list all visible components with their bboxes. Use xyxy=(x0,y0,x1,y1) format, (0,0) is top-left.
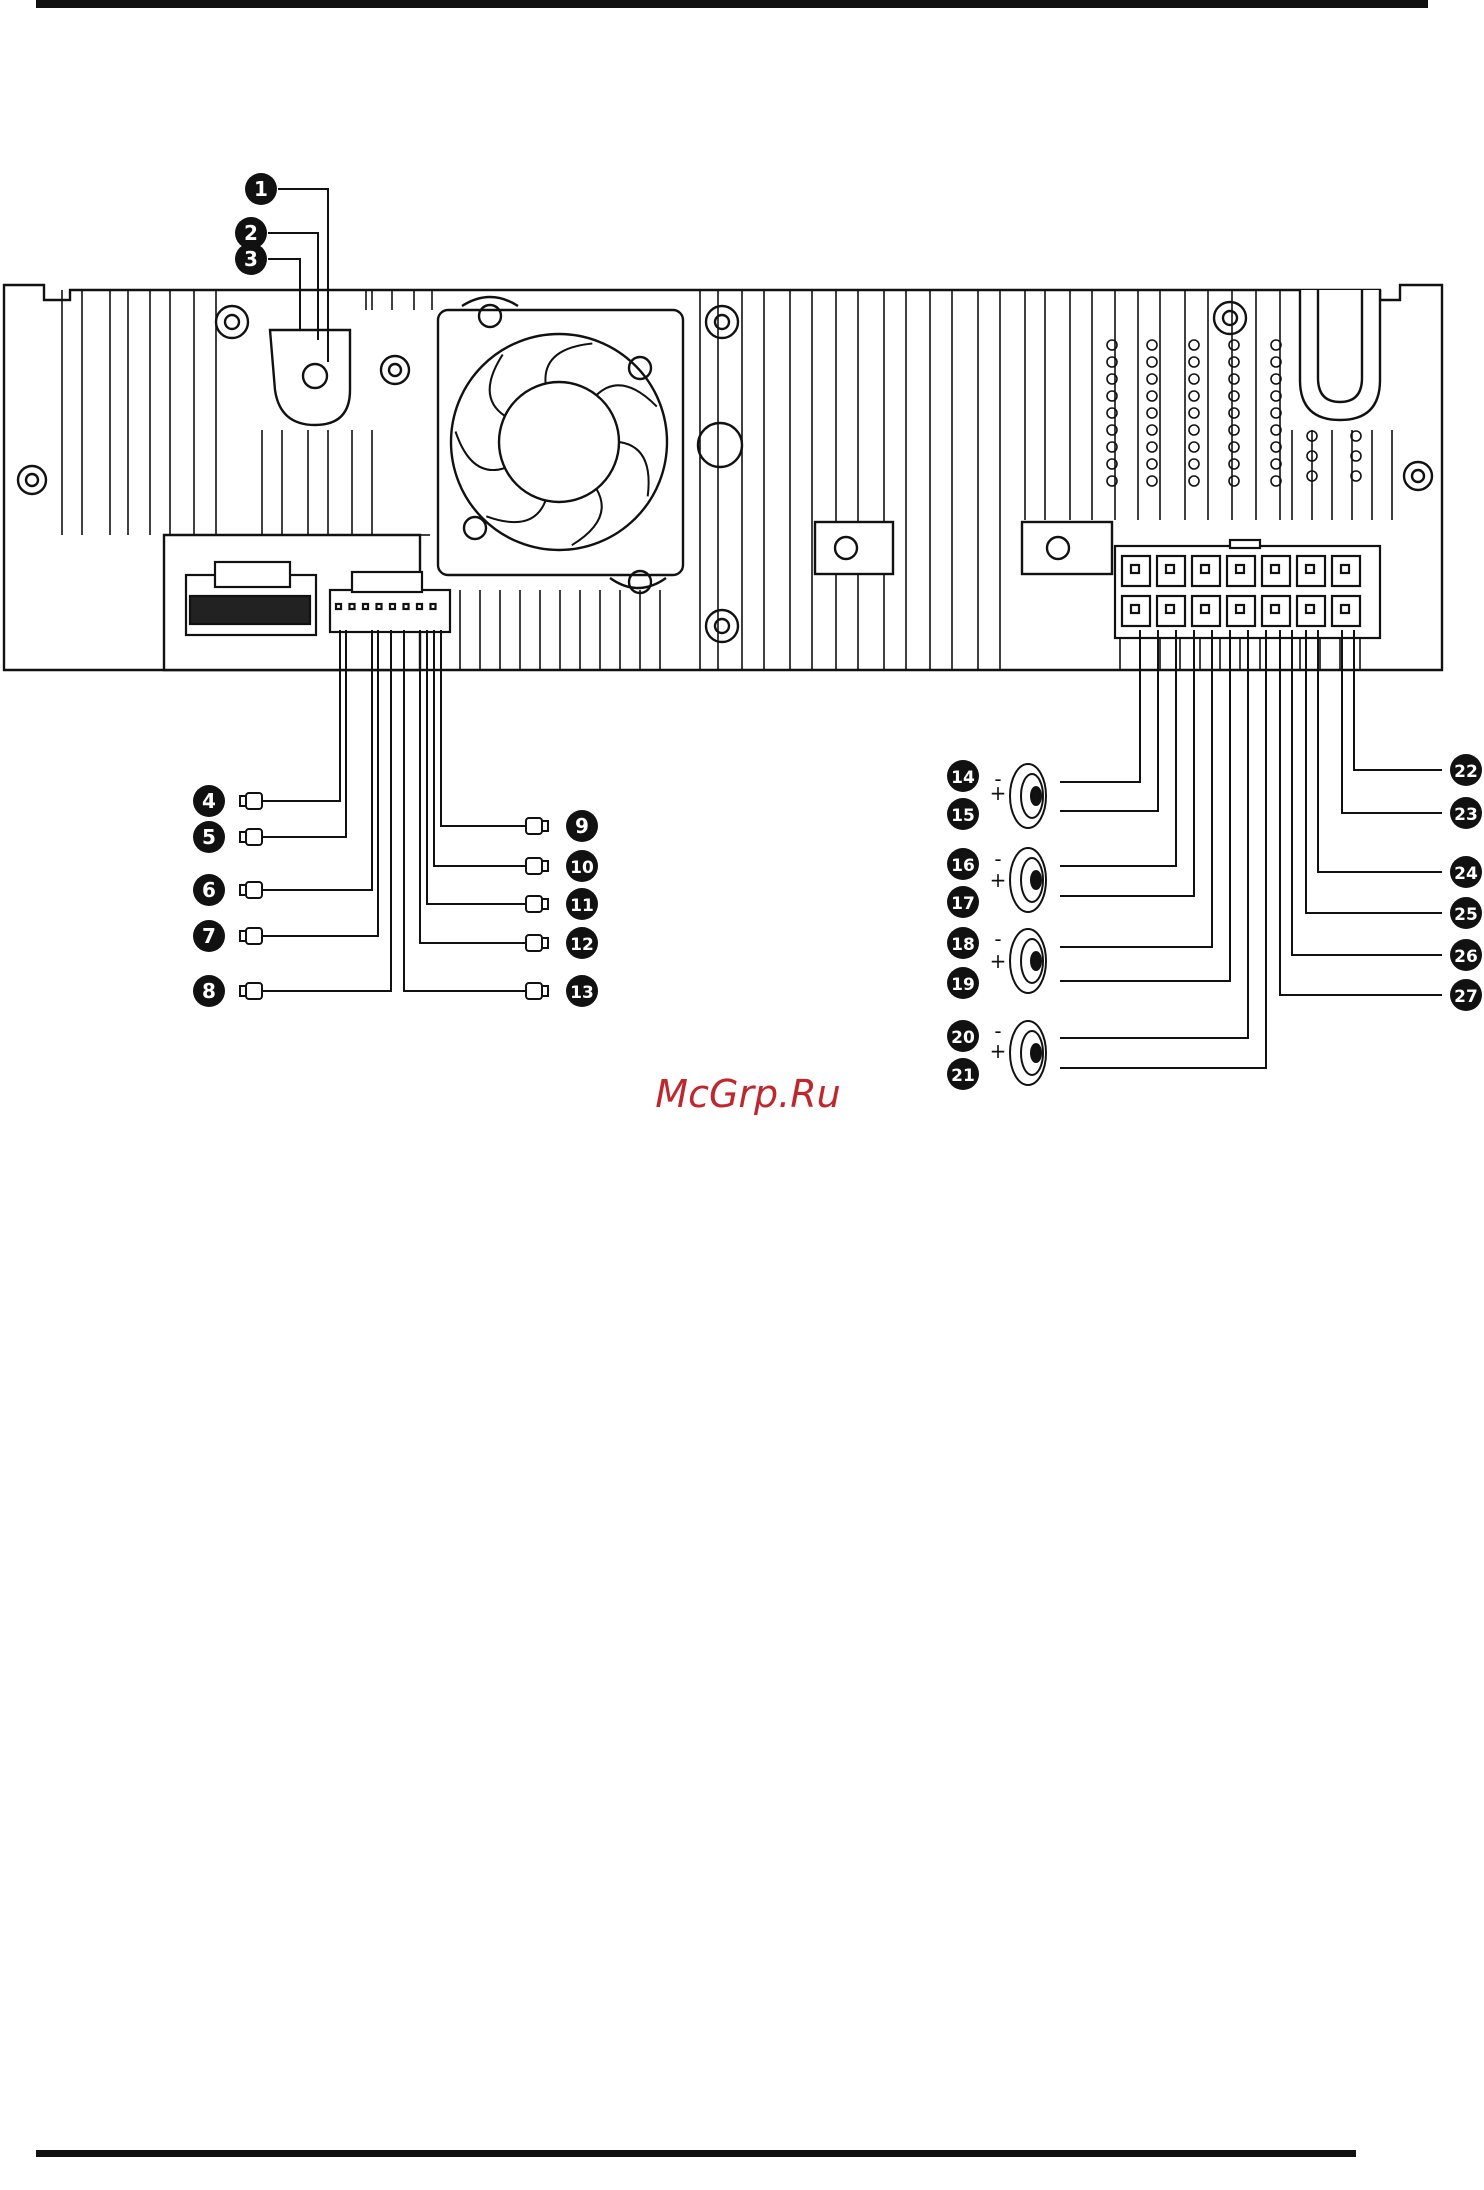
svg-text:12: 12 xyxy=(570,935,594,955)
rca-plug-icon xyxy=(526,935,548,951)
svg-text:14: 14 xyxy=(951,768,975,788)
callout-22: 22 xyxy=(1450,754,1482,786)
callout-18: 18 xyxy=(947,927,979,959)
callout-26: 26 xyxy=(1450,939,1482,971)
rca-plug-icon xyxy=(240,882,262,898)
callout-13: 13 xyxy=(566,975,598,1007)
svg-text:21: 21 xyxy=(951,1066,975,1086)
svg-text:26: 26 xyxy=(1454,947,1478,967)
svg-text:2: 2 xyxy=(244,221,258,245)
svg-text:16: 16 xyxy=(951,856,975,876)
callout-17: 17 xyxy=(947,886,979,918)
svg-text:8: 8 xyxy=(202,979,216,1003)
rca-plug-icon xyxy=(526,896,548,912)
rca-plug-icon xyxy=(240,829,262,845)
callout-20: 20 xyxy=(947,1020,979,1052)
callout-9: 9 xyxy=(566,810,598,842)
callout-21: 21 xyxy=(947,1058,979,1090)
callout-5: 5 xyxy=(193,821,225,853)
svg-text:7: 7 xyxy=(202,924,216,948)
callout-1: 1 xyxy=(245,173,277,205)
svg-text:4: 4 xyxy=(202,789,216,813)
speaker-icon xyxy=(1010,929,1046,993)
cooling-fan-icon xyxy=(438,297,683,593)
svg-text:10: 10 xyxy=(570,858,594,878)
svg-text:6: 6 xyxy=(202,878,216,902)
svg-text:17: 17 xyxy=(951,894,975,914)
svg-text:18: 18 xyxy=(951,935,975,955)
plus-sign: + xyxy=(990,949,1007,973)
rca-plug-icon xyxy=(526,858,548,874)
minus-sign: - xyxy=(994,927,1001,951)
svg-text:13: 13 xyxy=(570,983,594,1003)
callout-25: 25 xyxy=(1450,897,1482,929)
callout-6: 6 xyxy=(193,874,225,906)
watermark-text: McGrp.Ru xyxy=(655,1072,840,1116)
svg-text:15: 15 xyxy=(951,806,975,826)
svg-text:23: 23 xyxy=(1454,805,1478,825)
rca-plug-icon xyxy=(240,793,262,809)
svg-text:9: 9 xyxy=(575,814,589,838)
svg-text:22: 22 xyxy=(1454,762,1478,782)
callout-15: 15 xyxy=(947,798,979,830)
rca-plug-icon xyxy=(240,928,262,944)
callout-27: 27 xyxy=(1450,979,1482,1011)
callout-7: 7 xyxy=(193,920,225,952)
top-rule xyxy=(36,0,1428,8)
rca-plug-icon xyxy=(240,983,262,999)
svg-text:27: 27 xyxy=(1454,987,1478,1007)
plus-sign: + xyxy=(990,781,1007,805)
speaker-icon xyxy=(1010,764,1046,828)
speaker-icon xyxy=(1010,848,1046,912)
svg-text:11: 11 xyxy=(570,896,594,916)
callout-23: 23 xyxy=(1450,797,1482,829)
callout-11: 11 xyxy=(566,888,598,920)
svg-text:3: 3 xyxy=(244,247,258,271)
callout-19: 19 xyxy=(947,967,979,999)
svg-text:19: 19 xyxy=(951,975,975,995)
callout-14: 14 xyxy=(947,760,979,792)
callout-10: 10 xyxy=(566,850,598,882)
rca-plug-icon xyxy=(526,818,548,834)
callout-16: 16 xyxy=(947,848,979,880)
callout-8: 8 xyxy=(193,975,225,1007)
svg-text:25: 25 xyxy=(1454,905,1478,925)
svg-text:1: 1 xyxy=(254,177,268,201)
speaker-icon xyxy=(1010,1021,1046,1085)
callout-4: 4 xyxy=(193,785,225,817)
svg-text:24: 24 xyxy=(1454,864,1478,884)
rca-plug-icon xyxy=(526,983,548,999)
svg-text:20: 20 xyxy=(951,1028,975,1048)
speaker-connector xyxy=(1115,540,1380,638)
plus-sign: + xyxy=(990,1039,1007,1063)
callout-24: 24 xyxy=(1450,856,1482,888)
callout-12: 12 xyxy=(566,927,598,959)
svg-text:5: 5 xyxy=(202,825,216,849)
plus-sign: + xyxy=(990,868,1007,892)
bottom-rule xyxy=(36,2150,1356,2157)
callout-3: 3 xyxy=(235,243,267,275)
